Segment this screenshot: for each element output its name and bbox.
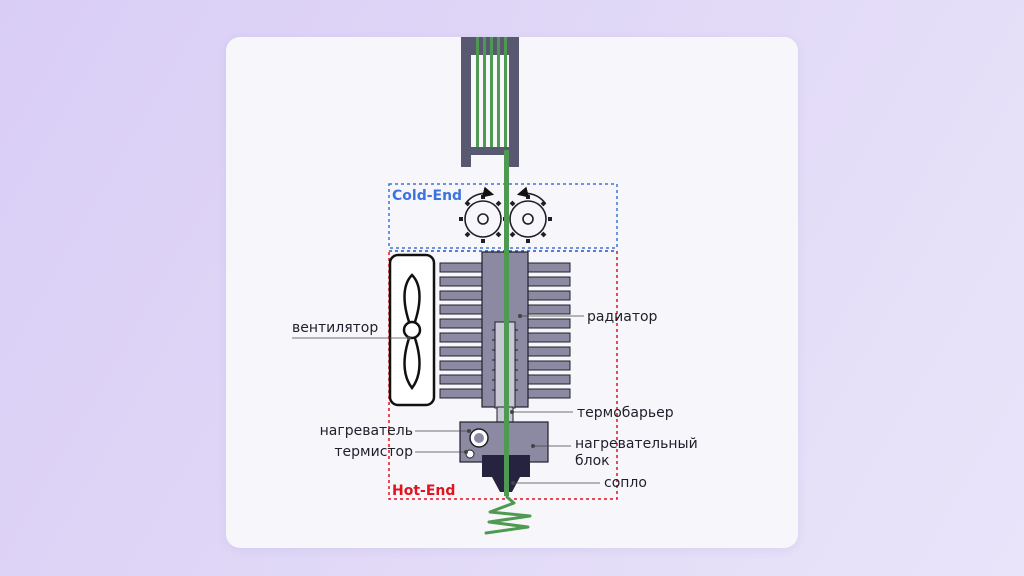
bowden-tube	[461, 37, 519, 167]
label-radiator: радиатор	[587, 309, 658, 325]
label-heat-break: термобарьер	[577, 405, 674, 421]
label-heater-block-line1: нагревательный	[575, 436, 698, 452]
cold-end-zone	[388, 183, 618, 249]
drive-gear-right	[504, 186, 552, 243]
label-heater-block-line2: блок	[575, 453, 610, 469]
fan-icon	[388, 253, 436, 407]
label-heater: нагреватель	[320, 423, 413, 439]
diagram-card: Cold-End Hot-End	[226, 37, 798, 548]
hotend-diagram: Cold-End Hot-End	[292, 37, 698, 535]
label-fan: вентилятор	[292, 320, 378, 336]
label-thermistor: термистор	[334, 444, 413, 460]
extruded-filament	[484, 495, 532, 535]
label-nozzle: сопло	[604, 475, 647, 491]
hot-end-label: Hot-End	[392, 483, 455, 499]
cold-end-label: Cold-End	[392, 188, 462, 204]
filament	[504, 150, 509, 496]
drive-gear-left	[459, 186, 507, 243]
